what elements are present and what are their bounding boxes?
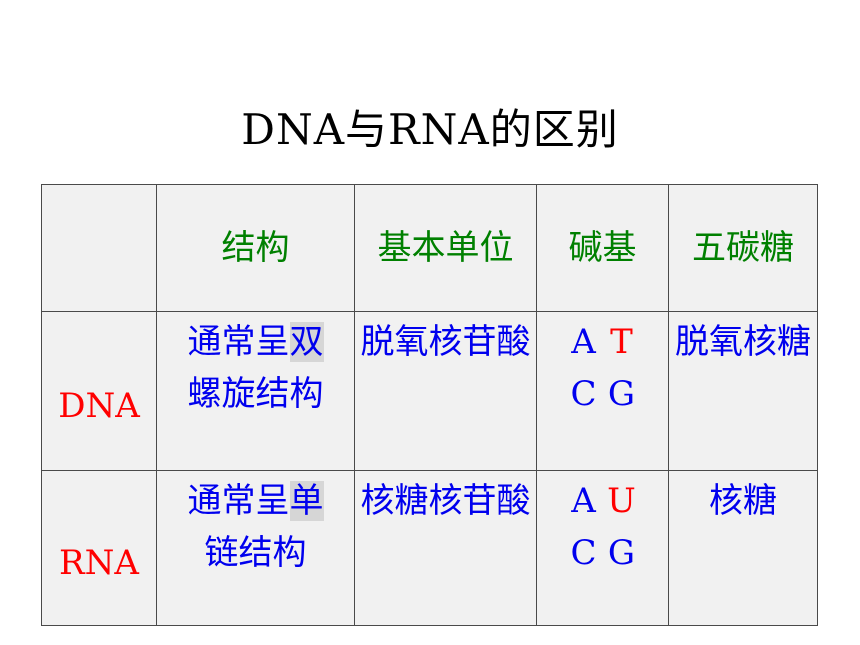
dna-structure: 通常呈双螺旋结构 — [156, 311, 355, 471]
dna-base-t: T — [610, 322, 633, 362]
slide-title: DNA与RNA的区别 — [241, 105, 619, 154]
header-empty-cell — [41, 184, 157, 312]
rna-structure-prefix: 通常呈 — [187, 481, 290, 521]
rna-base-g: G — [607, 533, 636, 573]
rna-base-a: A — [571, 481, 596, 521]
rna-basic-unit: 核糖核苷酸 — [354, 470, 537, 626]
dna-structure-prefix: 通常呈 — [187, 322, 290, 362]
rna-pentose: 核糖 — [668, 470, 818, 626]
dna-base-a: A — [571, 322, 596, 362]
row-label-rna: RNA — [41, 470, 157, 626]
dna-base-c: C — [570, 374, 597, 414]
dna-structure-suffix: 螺旋结构 — [187, 374, 324, 414]
rna-structure-highlight: 单 — [289, 481, 324, 521]
rna-structure: 通常呈单链结构 — [156, 470, 355, 626]
dna-structure-highlight: 双 — [289, 322, 324, 362]
header-pentose: 五碳糖 — [668, 184, 818, 312]
rna-base-c: C — [570, 533, 597, 573]
dna-pentose: 脱氧核糖 — [668, 311, 818, 471]
dna-basic-unit: 脱氧核苷酸 — [354, 311, 537, 471]
header-basic-unit: 基本单位 — [354, 184, 537, 312]
table-header-row: 结构 基本单位 碱基 五碳糖 — [41, 184, 818, 312]
header-structure: 结构 — [156, 184, 355, 312]
dna-base-g: G — [607, 374, 636, 414]
rna-structure-suffix: 链结构 — [204, 533, 307, 573]
rna-base-u: U — [607, 481, 636, 521]
row-label-dna: DNA — [41, 311, 157, 471]
header-bases: 碱基 — [536, 184, 669, 312]
